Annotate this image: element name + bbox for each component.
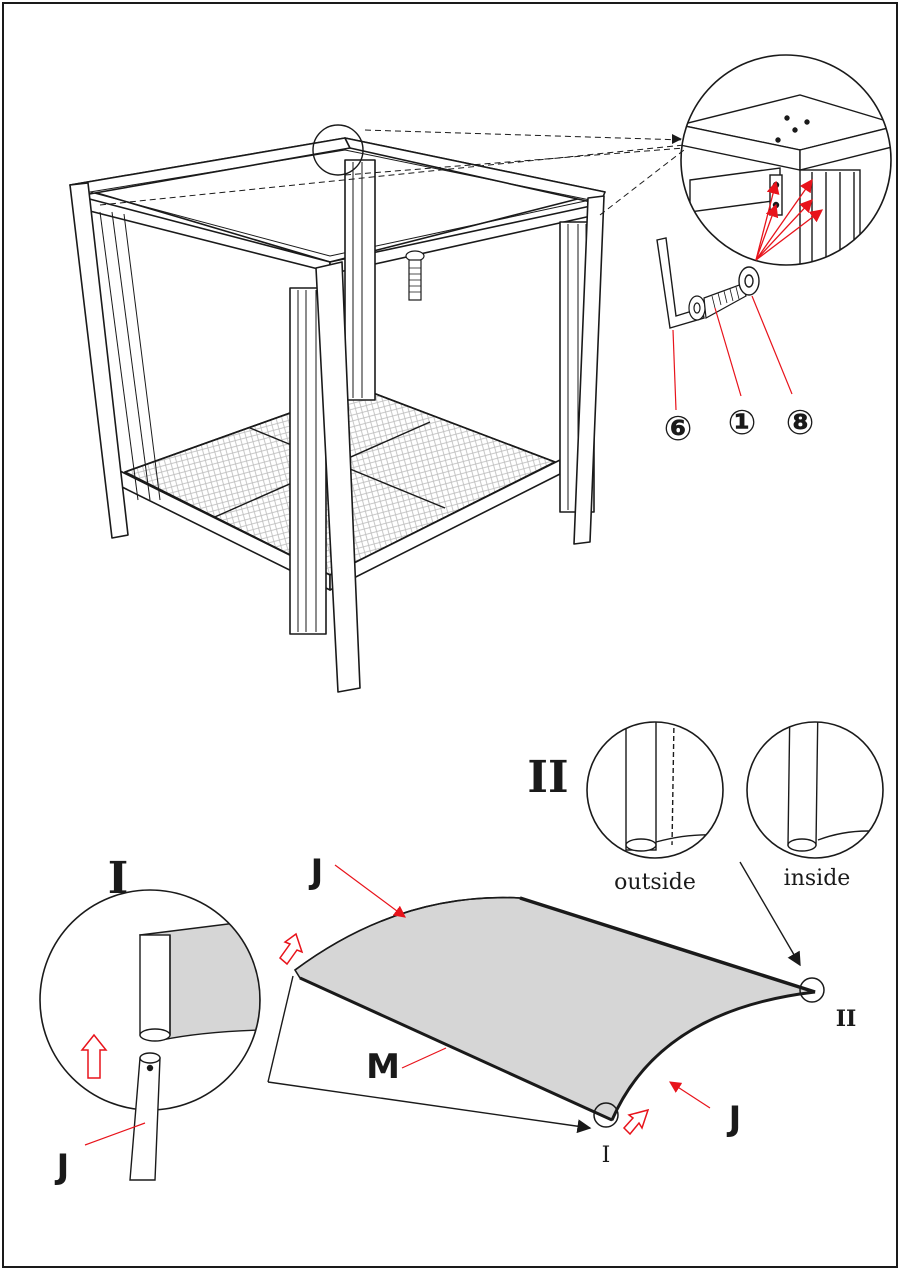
outside-detail	[586, 721, 724, 859]
arrow-up-icon	[80, 1033, 108, 1079]
part-callouts	[672, 295, 793, 411]
detail-two-pointer	[739, 861, 801, 967]
arrow-up-icon	[622, 1108, 650, 1136]
frame-bolt	[405, 250, 425, 301]
cover-m-label: M	[366, 1047, 400, 1087]
corner-two-label: II	[836, 1006, 857, 1032]
detail-one-heading: I	[108, 853, 129, 904]
outside-label: outside	[614, 870, 696, 895]
arrow-up-icon	[278, 932, 304, 966]
gazebo-frame	[69, 137, 606, 693]
cover-label-leaders	[334, 864, 711, 1109]
cover-j-top-label: J	[309, 852, 324, 892]
inside-detail	[746, 721, 884, 859]
corner-one-marker	[593, 1102, 619, 1128]
corner-two-marker	[799, 977, 825, 1003]
tube-piece-j	[129, 1052, 161, 1181]
part-number-bolt: ①	[728, 403, 757, 443]
frame-corner-marker	[312, 124, 364, 176]
detail-j-label: J	[55, 1147, 70, 1187]
detail-j-leader	[84, 1122, 146, 1146]
leader-arrow	[672, 134, 682, 144]
detail-one-pointer	[267, 975, 592, 1134]
washer-icon	[738, 266, 760, 296]
detail-leader-lines	[99, 129, 685, 216]
corner-detail	[680, 54, 892, 266]
cover-panel	[293, 896, 816, 1122]
cover-j-right-label: J	[727, 1099, 742, 1139]
inside-label: inside	[784, 866, 851, 891]
part-number-washer: ⑧	[786, 403, 815, 443]
corner-one-label: I	[602, 1143, 611, 1168]
detail-one-view	[39, 889, 261, 1111]
bolt-icon	[688, 283, 747, 321]
part-number-hex-key: ⑥	[664, 409, 693, 449]
detail-two-heading: II	[527, 752, 568, 803]
